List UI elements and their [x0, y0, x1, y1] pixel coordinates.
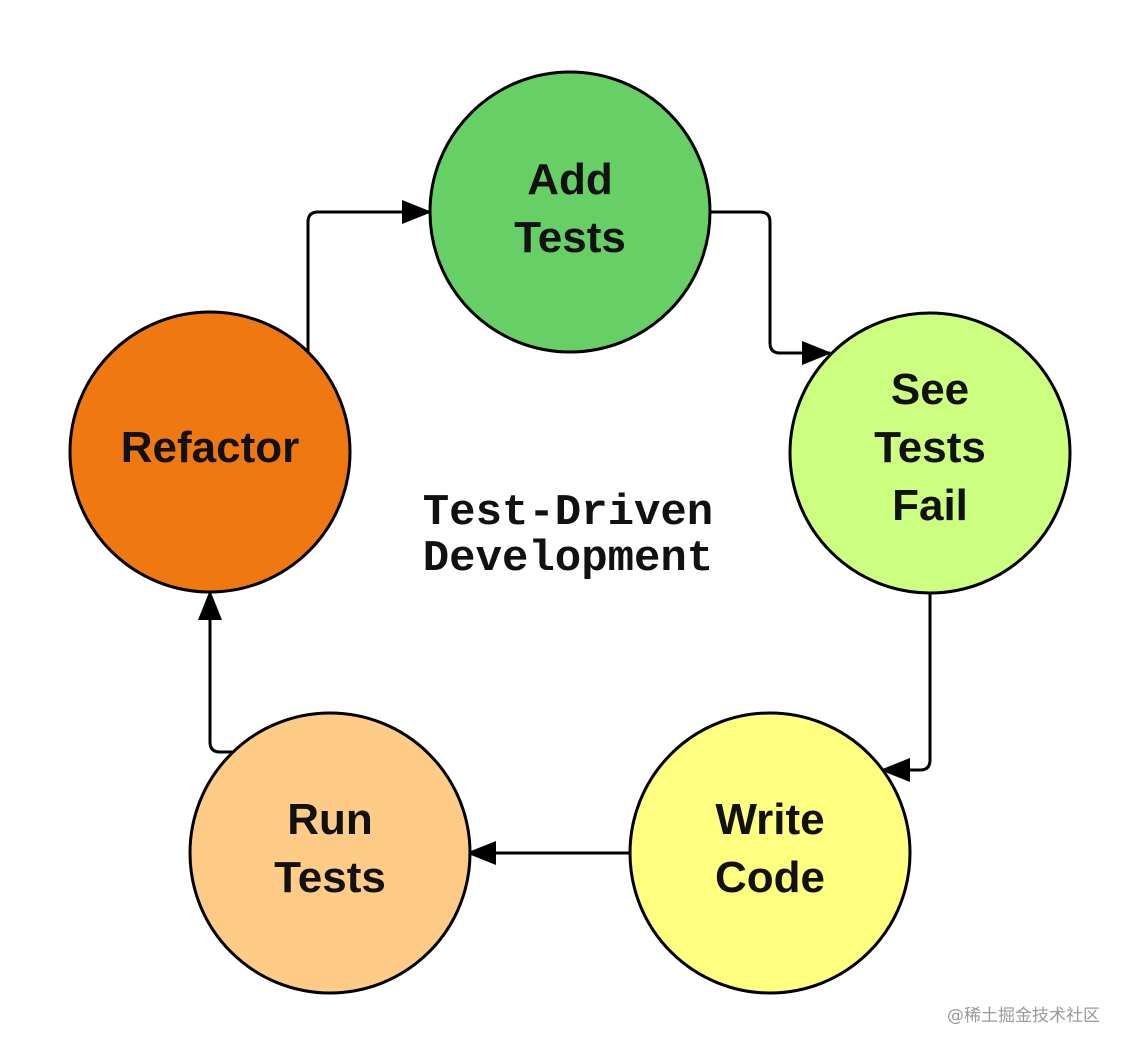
connectors	[198, 200, 932, 865]
node-see-tests-fail: See Tests Fail	[788, 311, 1072, 595]
node-refactor-circle	[68, 310, 352, 594]
node-add-tests-line-2: Tests	[514, 213, 626, 262]
node-write-code-line-1: Write	[715, 795, 824, 844]
node-run-tests-circle	[188, 711, 472, 995]
arrow-see-tests-fail-to-write-code	[880, 594, 932, 782]
center-title-line-1: Test-Driven	[423, 488, 713, 538]
node-run-tests: Run Tests	[188, 711, 472, 995]
watermark: @稀土掘金技术社区	[947, 1006, 1100, 1026]
node-add-tests-circle	[428, 70, 712, 354]
node-add-tests-line-1: Add	[527, 155, 613, 204]
arrow-refactor-to-add-tests	[306, 200, 432, 352]
arrow-run-tests-to-refactor	[198, 590, 232, 754]
node-refactor: Refactor	[68, 310, 352, 594]
node-refactor-line-1: Refactor	[121, 423, 300, 472]
node-write-code-line-2: Code	[715, 853, 825, 902]
node-see-tests-fail-line-3: Fail	[892, 481, 968, 530]
node-see-tests-fail-circle	[788, 311, 1072, 595]
node-write-code-circle	[628, 711, 912, 995]
center-title-line-2: Development	[423, 534, 713, 584]
node-write-code: Write Code	[628, 711, 912, 995]
node-see-tests-fail-line-2: Tests	[874, 423, 986, 472]
node-see-tests-fail-line-1: See	[891, 365, 969, 414]
center-title: Test-Driven Development	[423, 488, 713, 584]
node-add-tests: Add Tests	[428, 70, 712, 354]
node-run-tests-line-1: Run	[287, 795, 373, 844]
node-run-tests-line-2: Tests	[274, 853, 386, 902]
arrow-add-tests-to-see-tests-fail	[710, 210, 832, 365]
